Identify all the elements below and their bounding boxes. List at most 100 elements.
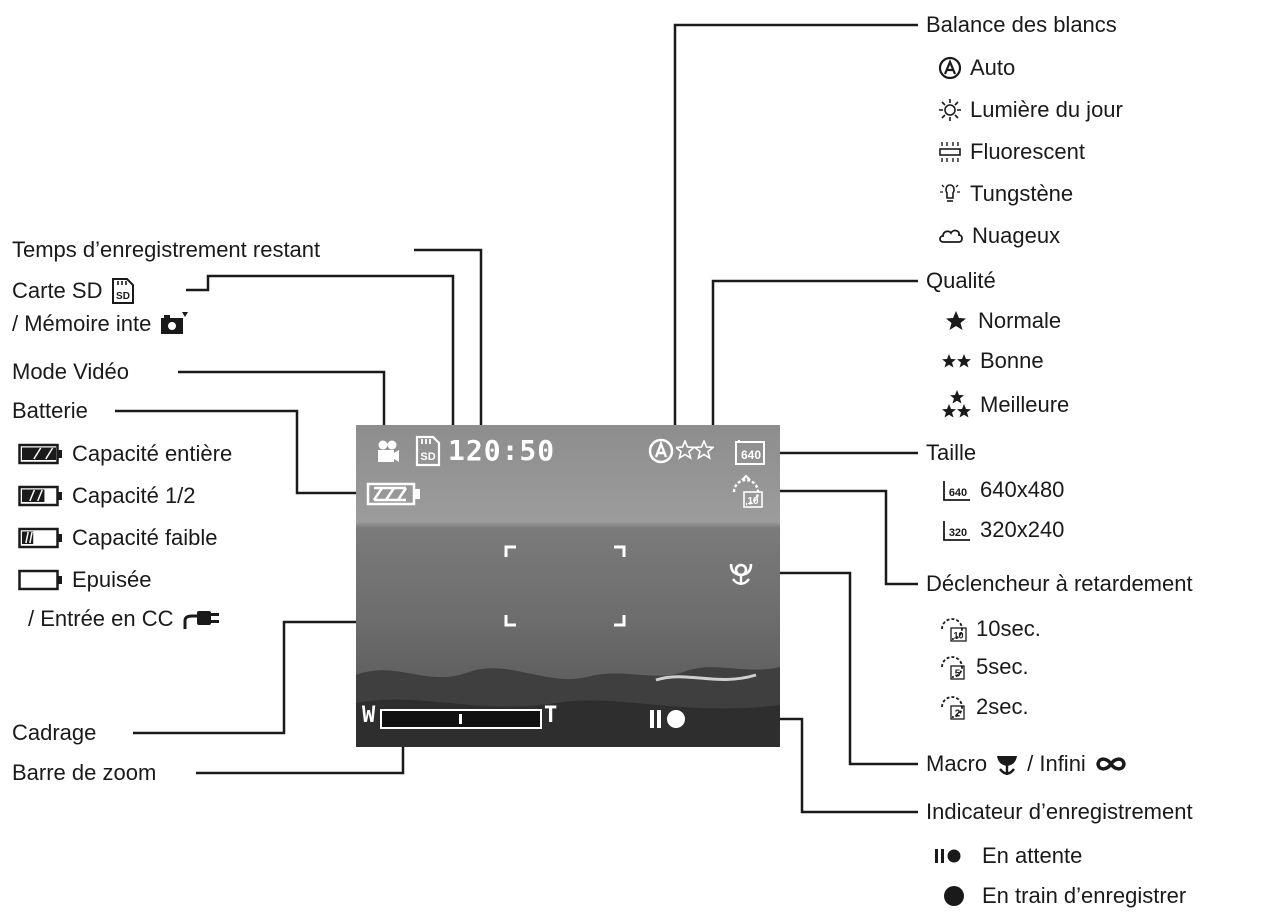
wb-option-label: Auto xyxy=(970,55,1016,80)
battery-charge-fill xyxy=(22,489,39,502)
timer-badge-text: 2 xyxy=(955,709,961,720)
battery-charge-stripes xyxy=(25,531,33,544)
timer-badge-text: 5 xyxy=(955,669,961,680)
leader-video-mode xyxy=(178,370,386,437)
label-remaining-time: Temps d’enregistrement restant xyxy=(12,237,321,262)
timer-option-2: 2 2sec. xyxy=(938,693,1029,721)
rec-dot-icon xyxy=(944,886,964,906)
bulb-icon xyxy=(940,184,960,202)
battery-full-icon xyxy=(18,443,62,465)
rec-standby-icon xyxy=(935,849,961,863)
dc-plug-icon xyxy=(183,611,219,629)
timer-option-label: 5sec. xyxy=(976,654,1029,679)
rec-option-recording: En train d’enregistrer xyxy=(942,883,1186,909)
label-infinity: / Infini xyxy=(1027,751,1086,776)
battery-charge-fill xyxy=(22,447,50,460)
dc-input-row: / Entrée en CC xyxy=(28,606,220,632)
frame-corner-bl xyxy=(504,615,516,627)
label-quality: Qualité xyxy=(926,268,996,293)
battery-body xyxy=(18,569,59,591)
label-dc-input: / Entrée en CC xyxy=(28,606,174,631)
label-rec-indicator: Indicateur d’enregistrement xyxy=(926,799,1193,824)
timer-option-label: 10sec. xyxy=(976,616,1041,641)
battery-tip xyxy=(58,450,62,458)
zoom-level-fill xyxy=(385,714,462,724)
quality-option-best: Meilleure xyxy=(942,390,1069,420)
wb-auto-icon xyxy=(648,438,674,464)
fluorescent-icon xyxy=(939,142,961,162)
battery-level-label: Epuisée xyxy=(72,567,152,592)
size-option-320: 320 320x240 xyxy=(942,517,1064,543)
battery-full-icon xyxy=(366,482,420,506)
sd-badge-text: SD xyxy=(117,291,131,302)
size-option-640: 640 640x480 xyxy=(942,477,1064,503)
battery-body xyxy=(18,443,59,465)
battery-level-item: Capacité faible xyxy=(18,525,218,551)
two-stars-icon xyxy=(942,354,971,368)
leader-sd-card xyxy=(186,274,455,437)
rec-option-label: En attente xyxy=(982,843,1083,868)
wb-option-tungsten: Tungstène xyxy=(938,181,1073,207)
video-mode-icon xyxy=(378,440,399,462)
battery-body xyxy=(18,485,59,507)
size-badge-text: 640 xyxy=(741,448,761,462)
zoom-tele-label: T xyxy=(544,703,558,728)
leader-macro xyxy=(766,571,918,766)
wb-option-auto: Auto xyxy=(938,55,1015,81)
rec-option-label: En train d’enregistrer xyxy=(982,883,1187,908)
sun-icon xyxy=(939,99,961,121)
battery-half-icon xyxy=(18,485,62,507)
label-battery: Batterie xyxy=(12,398,88,423)
wb-option-label: Fluorescent xyxy=(970,139,1085,164)
label-video-mode: Mode Vidéo xyxy=(12,359,130,384)
three-stars-icon xyxy=(942,390,971,418)
self-timer-2-icon: 2 xyxy=(941,696,965,720)
rec-option-standby: En attente xyxy=(934,843,1082,869)
label-zoom-bar: Barre de zoom xyxy=(12,760,157,785)
infinity-icon xyxy=(1096,757,1126,771)
timer-badge-text: 10 xyxy=(747,496,759,507)
wb-option-cloudy: Nuageux xyxy=(938,223,1060,249)
wb-option-label: Lumière du jour xyxy=(970,97,1123,122)
self-timer-10-icon: 10 xyxy=(732,475,763,508)
label-internal-memory-row: / Mémoire inte xyxy=(12,311,189,337)
label-internal-memory: / Mémoire inte xyxy=(12,311,152,336)
remaining-time-readout: 120:50 xyxy=(448,434,556,467)
leader-quality xyxy=(711,279,918,437)
leader-white-balance xyxy=(673,23,918,437)
label-size: Taille xyxy=(926,440,977,465)
battery-level-label: Capacité 1/2 xyxy=(72,483,196,508)
label-framing: Cadrage xyxy=(12,720,97,745)
battery-empty-icon xyxy=(18,569,62,591)
macro-flower-icon xyxy=(997,756,1018,775)
quality-option-label: Normale xyxy=(978,308,1062,333)
frame-corner-tr xyxy=(614,545,626,557)
internal-memory-camera-icon xyxy=(161,312,189,334)
quality-option-label: Meilleure xyxy=(980,392,1070,417)
frame-corner-br xyxy=(614,615,626,627)
sd-card-icon: SD xyxy=(112,278,135,304)
battery-level-item: Capacité 1/2 xyxy=(18,483,196,509)
size-640-icon: 640 xyxy=(735,440,765,465)
timer-badge-text: 10 xyxy=(953,631,963,641)
macro-flower-icon xyxy=(729,563,753,585)
size-badge-text: 320 xyxy=(949,527,967,539)
wb-auto-icon xyxy=(938,56,962,80)
battery-body xyxy=(18,527,59,549)
quality-option-good: Bonne xyxy=(942,348,1044,374)
cloud-icon xyxy=(939,229,963,243)
leader-self-timer xyxy=(776,489,918,586)
label-sd-card: Carte SD xyxy=(12,278,103,303)
size-option-label: 640x480 xyxy=(980,477,1065,502)
self-timer-10-icon: 10 xyxy=(941,618,967,642)
label-sd-card-row: Carte SD SD xyxy=(12,277,136,305)
wb-option-label: Nuageux xyxy=(972,223,1061,248)
battery-low-icon xyxy=(18,527,62,549)
quality-option-normal: Normale xyxy=(942,308,1061,334)
battery-level-item: Epuisée xyxy=(18,567,152,593)
size-badge-text: 640 xyxy=(949,487,967,499)
zoom-track xyxy=(380,709,542,729)
battery-level-item: Capacité entière xyxy=(18,441,232,467)
frame-corner-tl xyxy=(504,545,516,557)
wb-option-fluorescent: Fluorescent xyxy=(938,139,1085,165)
